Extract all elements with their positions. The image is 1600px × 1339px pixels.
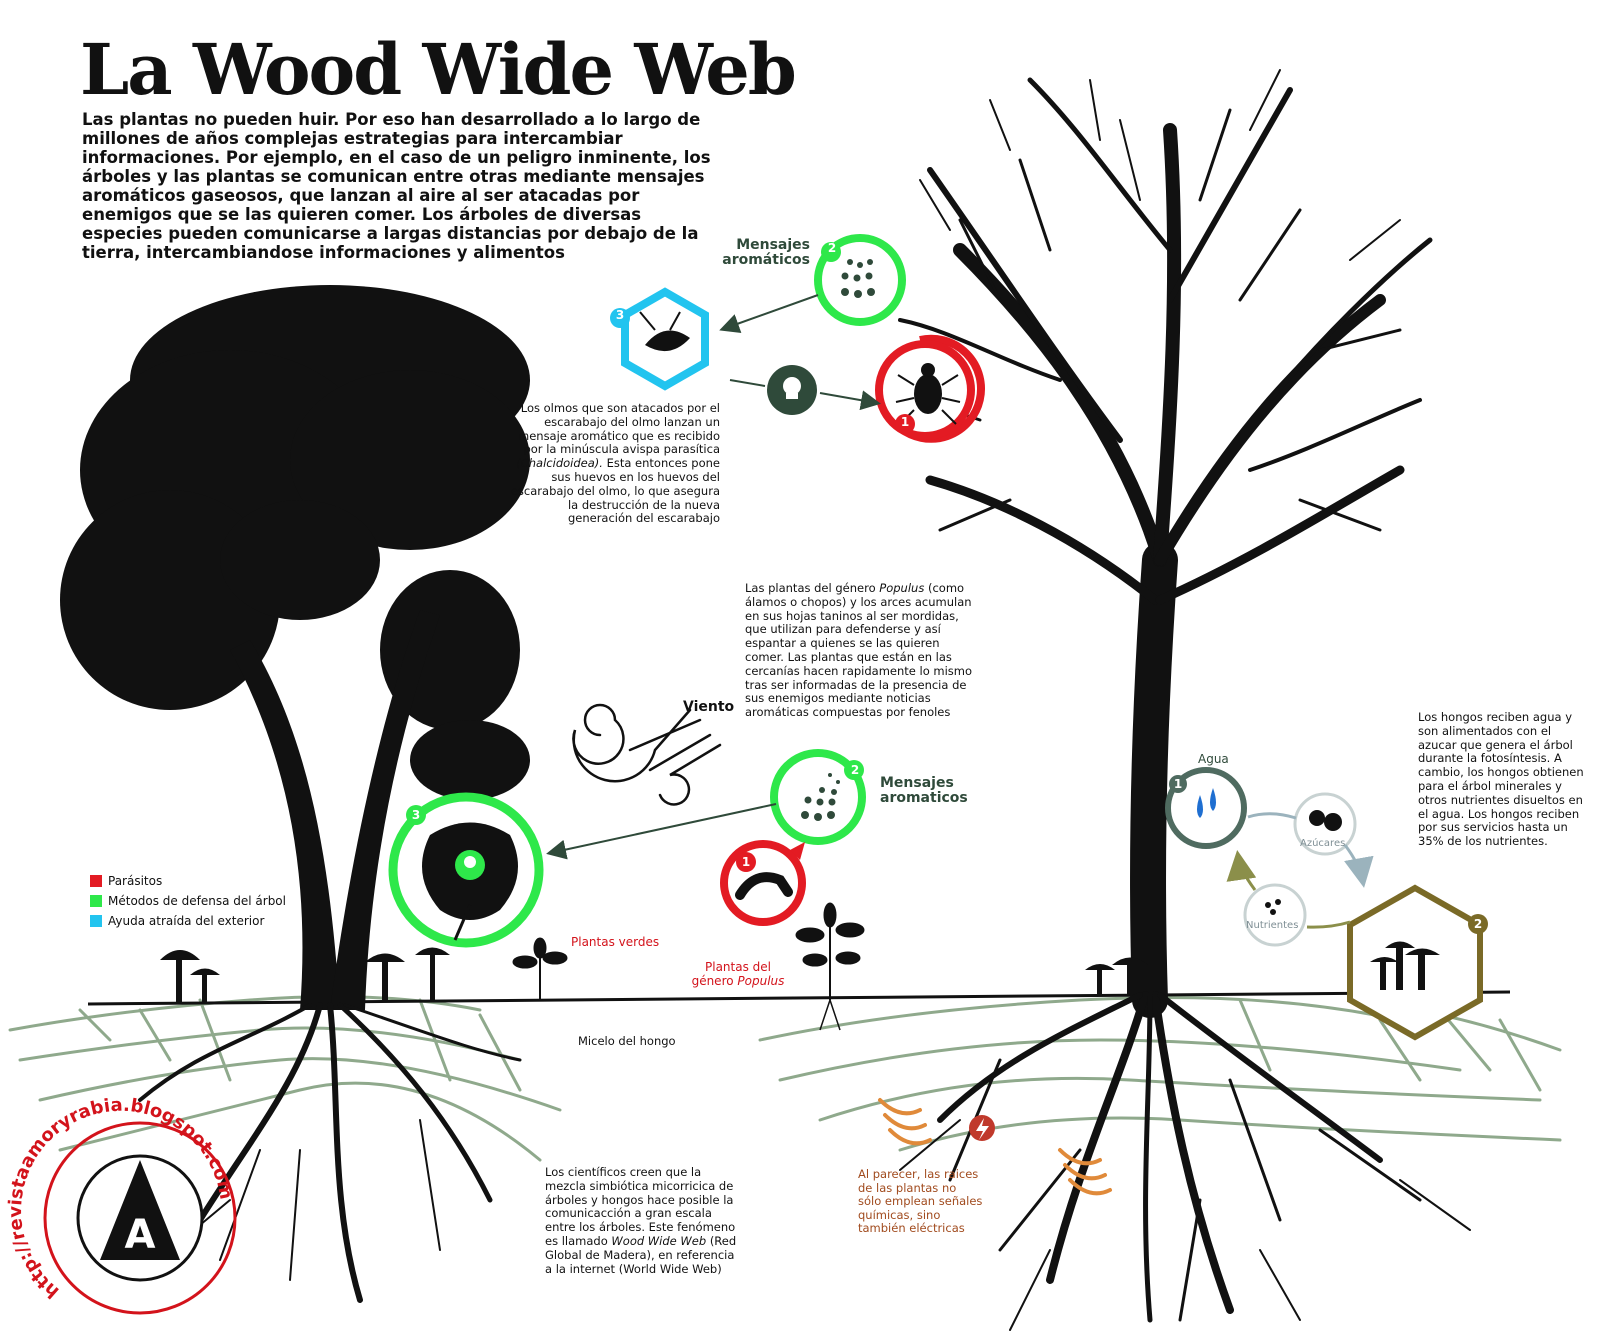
water-badge-1: 1 [1173,777,1183,791]
legend-parasites: Parásitos [90,874,162,888]
elm-badge-3: 3 [615,308,625,322]
elm-description: Los olmos que son atacados por el escara… [510,401,720,526]
populus-messages-label: Mensajes aromaticos [880,775,968,806]
green-plant [512,937,568,1000]
mushrooms-left [160,947,450,1003]
scientists-description: Los científicos creen que la mezcla simb… [545,1165,737,1276]
arrow-skull-to-beetle [819,390,881,411]
elm-tree-silhouette [898,69,1433,1018]
populus-plant [795,902,865,1031]
skull-circle [767,365,817,415]
wind-icon [572,703,722,806]
arrow-sugars-to-fungi [1343,844,1374,888]
fungi-badge-2: 2 [1473,917,1483,931]
legend-defense: Métodos de defensa del árbol [90,894,286,908]
pine-tree-silhouette [60,285,530,1010]
legend-swatch-blue [90,915,102,927]
arrow-nutrients-to-water [1226,850,1257,891]
wind-label: Viento [683,699,735,715]
watermark-logo [43,1121,237,1315]
arrow-wasp-to-skull [729,379,766,387]
page-title: La Wood Wide Web [80,28,797,111]
arrow-fungi-to-nutrients [1306,920,1351,929]
green-plants-label: Plantas verdes [571,935,660,949]
beetle-circle [875,334,985,443]
populus-description: Las plantas del género Populus (como ála… [745,581,973,720]
caterpillar-circle [720,840,806,926]
nutrients-label: Nutrientes [1246,920,1299,931]
legend-external-help: Ayuda atraída del exterior [90,914,264,928]
water-label: Agua [1198,752,1229,766]
sugars-circle [1293,792,1357,856]
wasp-hexagon [610,287,709,391]
arrow-water-to-sugars [1247,812,1297,820]
elm-badge-2: 2 [827,241,837,255]
elm-aromatic-messages-circle [814,234,906,326]
lightning-badge [969,1115,995,1141]
electric-signals-description: Al parecer, las raices de las plantas no… [858,1167,983,1235]
sugars-label: Azúcares [1300,838,1346,849]
water-circle [1165,767,1247,849]
elm-messages-label: Mensajes aromáticos [722,237,810,268]
elm-badge-1: 1 [900,415,910,429]
populus-badge-1: 1 [741,855,751,869]
watermark-letter: A [125,1212,156,1258]
electric-signal-icon [878,1098,1112,1196]
intro-paragraph: Las plantas no pueden huir. Por eso han … [82,110,711,262]
populus-badge-2: 2 [850,763,860,777]
populus-aromatic-messages-circle [770,749,866,845]
populus-badge-3: 3 [411,808,421,822]
elm-tree-roots [899,991,1471,1331]
mushroom-hexagon [1347,884,1488,1041]
pine-tree-roots [138,1002,522,1303]
legend-swatch-red [90,875,102,887]
nutrients-circle [1243,883,1307,947]
legend-swatch-green [90,895,102,907]
arrow-messages-to-leaf [546,803,777,860]
fungi-description: Los hongos reciben agua y son alimentado… [1418,710,1584,849]
leaf-circle [388,792,544,948]
mycelium-label: Micelo del hongo [578,1034,676,1048]
mushrooms-right [1085,957,1148,996]
arrow-messages-to-wasp [719,294,819,334]
